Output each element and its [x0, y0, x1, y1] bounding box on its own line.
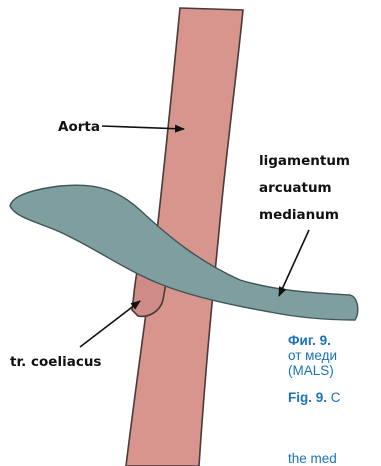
caption-en-line1: Fig. 9. C	[288, 390, 381, 405]
caption-en-line2: the med	[288, 451, 381, 466]
caption-bg-line1: Фиг. 9.	[288, 333, 381, 348]
arrow-ligament	[279, 230, 309, 296]
label-aorta: Aorta	[58, 119, 100, 135]
label-celiac: tr. coeliacus	[10, 354, 101, 370]
arrow-celiac	[80, 301, 140, 347]
caption-bg-line2: от меди	[288, 348, 381, 363]
label-arcuatum: arcuatum	[259, 180, 332, 196]
label-ligamentum: ligamentum	[259, 153, 350, 169]
caption-bg-line3: (MALS)	[288, 363, 381, 378]
label-medianum: medianum	[259, 207, 339, 223]
